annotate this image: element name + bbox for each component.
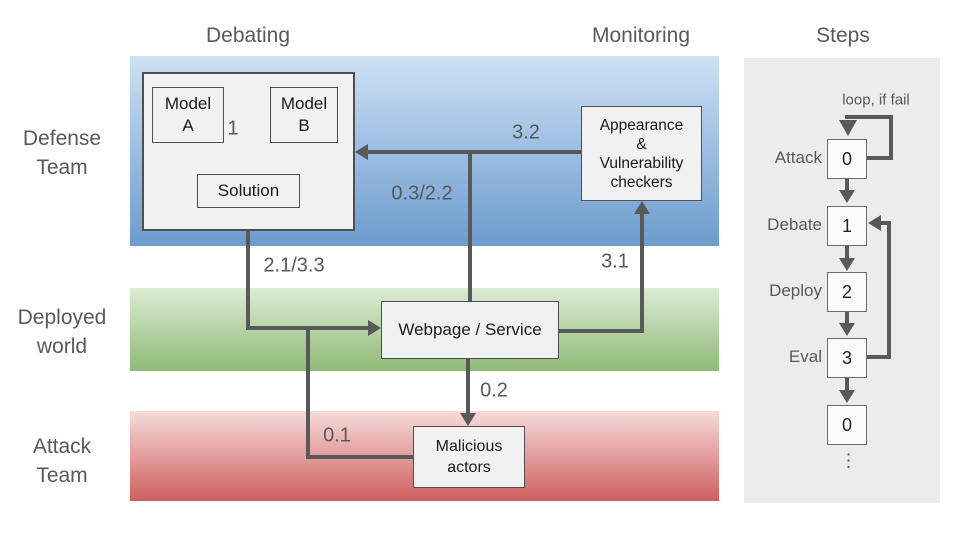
edge-label-0-1: 0.1 — [323, 424, 351, 447]
row-label-defense-line1: Defense — [22, 127, 102, 150]
model-a-line2: A — [182, 116, 194, 135]
step0-to-step1-arrowhead-icon — [839, 190, 855, 203]
row-label-attack-team: Attack Team — [0, 432, 124, 490]
step2-to-step3-arrowhead-icon — [839, 323, 855, 336]
eval-loop-bottom-seg — [867, 355, 891, 359]
edge-label-1: 1 — [227, 117, 239, 140]
solution-box: Solution — [197, 174, 300, 208]
model-b-line1: Model — [280, 94, 328, 113]
header-debating: Debating — [205, 24, 291, 47]
checkers-line3: Vulnerability — [599, 154, 684, 172]
edge-label-2-1-3-3: 2.1/3.3 — [263, 254, 325, 277]
row-label-attack-line1: Attack — [32, 435, 92, 458]
webpage-service-label: Webpage / Service — [398, 320, 542, 339]
edge-label-3-1: 3.1 — [601, 250, 629, 273]
solution-to-webpage-arrowhead-icon — [368, 320, 381, 336]
loop-if-fail-note: loop, if fail — [842, 91, 910, 109]
eval-loop-right-seg — [887, 223, 891, 359]
steps-ellipsis: ⋮ — [839, 450, 859, 471]
edge-malicious-branch-horiz — [306, 455, 413, 459]
edge-webpage-to-checkers-horiz — [559, 329, 644, 333]
eval-loop-arrowhead-icon — [868, 215, 881, 231]
step-box-deploy: 2 — [827, 272, 867, 312]
step-label-deploy: Deploy — [769, 281, 822, 300]
model-a-box: Model A — [152, 87, 224, 143]
step0-to-step1-shaft — [845, 177, 849, 191]
row-label-deployed-line2: world — [36, 335, 88, 358]
webpage-to-checkers-arrowhead-icon — [634, 201, 650, 214]
loop-right-seg — [889, 115, 893, 160]
edge-webpage-to-malicious — [466, 359, 470, 414]
malicious-actors-box: Malicious actors — [413, 426, 525, 488]
loop-arrowhead-icon — [839, 120, 857, 136]
checkers-box: Appearance & Vulnerability checkers — [581, 106, 702, 201]
loop-top-seg — [845, 115, 893, 119]
step3-to-step0-arrowhead-icon — [839, 390, 855, 403]
edge-checkers-to-defense — [366, 150, 581, 154]
model-b-line2: B — [298, 116, 310, 135]
header-steps: Steps — [816, 24, 870, 47]
webpage-service-box: Webpage / Service — [381, 301, 559, 359]
step-box-debate: 1 — [827, 206, 867, 246]
checkers-line1: Appearance — [599, 116, 684, 134]
step-box-repeat: 0 — [827, 405, 867, 445]
row-label-defense-team: Defense Team — [0, 124, 124, 182]
row-label-deployed-world: Deployed world — [0, 303, 124, 361]
malicious-line1: Malicious — [435, 438, 503, 455]
step3-to-step0-shaft — [845, 378, 849, 391]
edge-solution-drop — [246, 208, 250, 330]
edge-label-3-2: 3.2 — [512, 121, 540, 144]
edge-label-0-2: 0.2 — [480, 379, 508, 402]
row-label-defense-line2: Team — [36, 156, 88, 179]
edge-webpage-to-checkers-vert — [640, 211, 644, 333]
step-label-debate: Debate — [767, 215, 822, 234]
eval-loop-approach-seg — [879, 221, 891, 225]
checkers-line2: & — [636, 135, 647, 153]
edge-label-0-3-2-2: 0.3/2.2 — [391, 182, 453, 205]
checkers-line4: checkers — [610, 173, 673, 191]
model-a-line1: Model — [164, 94, 212, 113]
loop-bottom-seg — [867, 156, 893, 160]
webpage-to-malicious-arrowhead-icon — [460, 413, 476, 426]
checkers-to-defense-arrowhead-icon — [355, 144, 368, 160]
step1-to-step2-arrowhead-icon — [839, 258, 855, 271]
step-box-eval: 3 — [827, 338, 867, 378]
step-label-eval: Eval — [788, 347, 822, 366]
step1-to-step2-shaft — [845, 246, 849, 259]
edge-webpage-updown — [468, 152, 472, 301]
step-box-attack: 0 — [827, 139, 867, 179]
step-label-attack: Attack — [774, 148, 822, 167]
malicious-line2: actors — [447, 459, 491, 476]
model-b-box: Model B — [270, 87, 338, 143]
solution-label: Solution — [217, 181, 280, 200]
edge-malicious-branch-vert — [306, 326, 310, 458]
step2-to-step3-shaft — [845, 311, 849, 324]
header-monitoring: Monitoring — [591, 24, 691, 47]
row-label-deployed-line1: Deployed — [17, 306, 107, 329]
row-label-attack-line2: Team — [36, 464, 88, 487]
